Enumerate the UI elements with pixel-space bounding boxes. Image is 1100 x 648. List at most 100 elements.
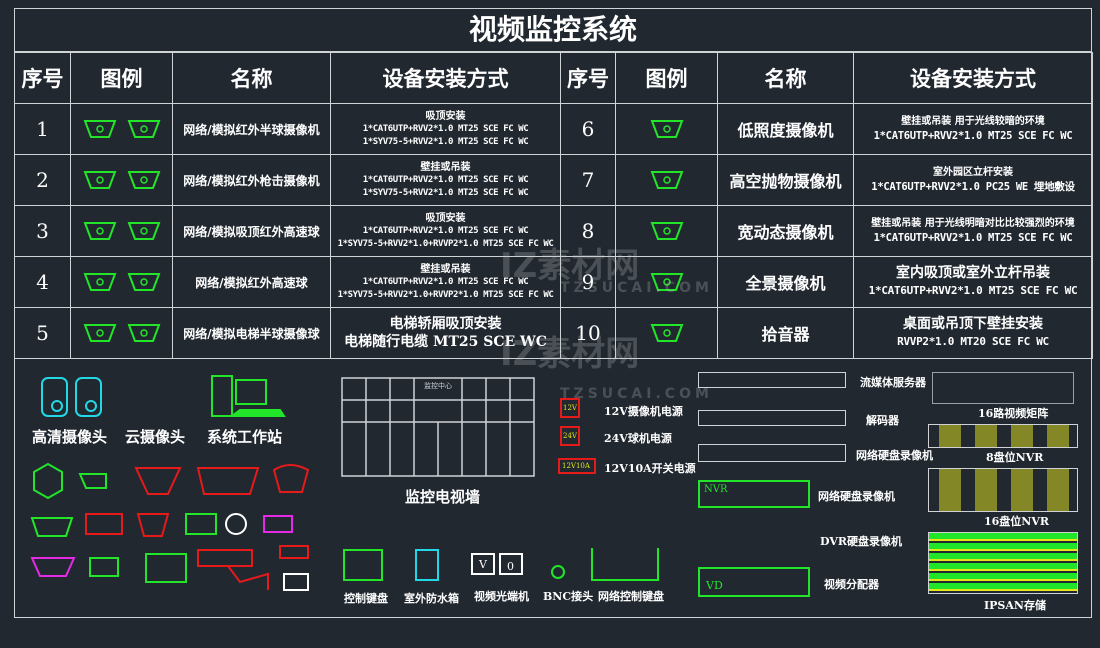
nvr8-label: 8盘位NVR	[986, 451, 1044, 464]
device-name: 网络/模拟吸顶红外高速球	[172, 205, 331, 257]
header-no: 序号	[14, 52, 71, 104]
install-method: 电梯轿厢吸顶安装电梯随行电缆 MT25 SCE WC	[330, 307, 561, 359]
camera-symbol-icon	[650, 324, 683, 342]
device-name: 高空抛物摄像机	[717, 154, 854, 206]
header-no: 序号	[560, 52, 616, 104]
nvr16-icon	[928, 468, 1078, 512]
svg-text:V: V	[478, 558, 488, 571]
bnc-label: BNC接头	[543, 590, 594, 603]
install-spec-line: 1*SYV75-5+RVV2*1.0 MT25 SCE FC WC	[362, 136, 529, 147]
streaming-server-icon	[698, 372, 846, 388]
install-spec-line: 吸顶安装	[425, 110, 466, 122]
camera-symbol-icon	[83, 324, 116, 342]
video-distributor-icon: VD	[698, 567, 810, 597]
camera-symbol-icon	[127, 222, 160, 240]
row-number: 3	[14, 205, 71, 257]
camera-symbol-icon	[127, 120, 160, 138]
camera-symbols-icon	[30, 462, 310, 591]
install-spec-line: 电梯轿厢吸顶安装	[389, 316, 502, 332]
legend-cell	[70, 103, 173, 155]
install-method: 桌面或吊顶下壁挂安装 RVVP2*1.0 MT20 SCE FC WC	[853, 307, 1093, 359]
tv-wall-label: 监控电视墙	[405, 488, 481, 506]
nvr8-icon	[928, 424, 1078, 448]
install-spec-line: 室外园区立杆安装	[933, 167, 1013, 178]
tv-wall-sign: 监控中心	[424, 381, 452, 390]
install-spec-line: 1*CAT6UTP+RVV2*1.0 MT25 SCE FC WC	[873, 130, 1073, 142]
device-name: 网络/模拟电梯半球摄像球	[172, 307, 331, 359]
header-name: 名称	[717, 52, 854, 104]
camera-symbol-icon	[83, 171, 116, 189]
legend-cell	[70, 307, 173, 359]
install-spec-line: 电梯随行电缆 MT25 SCE WC	[344, 334, 547, 350]
hd-camera-label: 高清摄像头	[32, 428, 108, 446]
table-row: 5 网络/模拟电梯半球摄像球 电梯轿厢吸顶安装电梯随行电缆 MT25 SCE W…	[14, 307, 1093, 359]
camera-symbol-icon	[127, 324, 160, 342]
device-name: 拾音器	[717, 307, 854, 359]
install-spec-line: 1*SYV75-5+RVV2*1.0 MT25 SCE FC WC	[362, 187, 529, 198]
net-keyboard-label: 网络控制键盘	[598, 590, 664, 603]
psu-12v-label: 12V摄像机电源	[604, 405, 683, 418]
header-legend: 图例	[70, 52, 173, 104]
psu-12v10a-label: 12V10A开关电源	[604, 462, 696, 475]
camera-symbol-icon	[650, 120, 683, 138]
row-number: 5	[14, 307, 71, 359]
header-name: 名称	[172, 52, 331, 104]
install-spec-line: 1*SYV75-5+RVV2*1.0+RVVP2*1.0 MT25 SCE FC…	[337, 238, 554, 249]
row-number: 6	[560, 103, 616, 155]
table-header-row: 序号 图例 名称 设备安装方式 序号 图例 名称 设备安装方式	[14, 52, 1093, 104]
camera-symbol-icon	[127, 171, 160, 189]
legend-cell	[615, 205, 718, 257]
nvr16-label: 16盘位NVR	[984, 515, 1050, 528]
legend-cell	[70, 256, 173, 308]
legend-cell	[70, 205, 173, 257]
watermark: TZSUCAI.COM	[560, 280, 713, 296]
header-install: 设备安装方式	[330, 52, 561, 104]
install-spec-line: 室内吸顶或室外立杆吊装	[896, 265, 1050, 281]
install-spec-line: 壁挂或吊装 用于光线较暗的环境	[901, 116, 1045, 127]
device-name: 网络/模拟红外枪击摄像机	[172, 154, 331, 206]
legend-cell	[615, 103, 718, 155]
camera-symbol-icon	[83, 120, 116, 138]
device-name: 全景摄像机	[717, 256, 854, 308]
page-title: 视频监控系统	[14, 8, 1092, 52]
streaming-server-label: 流媒体服务器	[860, 376, 926, 389]
install-spec-line: 1*CAT6UTP+RVV2*1.0 MT25 SCE FC WC	[362, 225, 529, 236]
install-spec-line: 桌面或吊顶下壁挂安装	[903, 316, 1043, 332]
nvr-green-label: 网络硬盘录像机	[818, 490, 895, 503]
install-spec-line: 1*CAT6UTP+RVV2*1.0 MT25 SCE FC WC	[868, 284, 1078, 297]
watermark: TZSUCAI.COM	[560, 386, 713, 402]
install-spec-line: 壁挂或吊装	[420, 161, 471, 173]
header-install: 设备安装方式	[853, 52, 1093, 104]
psu-12v10a-icon: 12V10A	[558, 458, 596, 474]
watermark: IZ素材网	[500, 334, 640, 374]
decoder-label: 解码器	[866, 414, 899, 427]
cloud-camera-label: 云摄像头	[125, 428, 186, 446]
legend-cell	[70, 154, 173, 206]
control-keyboard-label: 控制键盘	[344, 592, 388, 605]
ipsan-label: IPSAN存储	[984, 599, 1046, 612]
install-spec-line: RVVP2*1.0 MT20 SCE FC WC	[897, 335, 1049, 348]
row-number: 2	[14, 154, 71, 206]
workstation-icon	[211, 375, 286, 417]
svg-text:0: 0	[507, 560, 514, 573]
camera-symbol-icon	[83, 222, 116, 240]
dvr-label: DVR硬盘录像机	[820, 535, 903, 548]
legend-cell	[615, 256, 718, 308]
psu-24v-icon: 24V	[560, 426, 580, 446]
legend-table: 序号 图例 名称 设备安装方式 序号 图例 名称 设备安装方式 1 网络/模拟红…	[14, 52, 1093, 359]
device-name: 宽动态摄像机	[717, 205, 854, 257]
outdoor-box-label: 室外防水箱	[404, 592, 459, 605]
install-method: 室内吸顶或室外立杆吊装 1*CAT6UTP+RVV2*1.0 MT25 SCE F…	[853, 256, 1093, 308]
matrix-label: 16路视频矩阵	[978, 407, 1049, 420]
install-spec-line: 1*CAT6UTP+RVV2*1.0 MT25 SCE FC WC	[362, 174, 529, 185]
fiber-transceiver-label: 视频光端机	[474, 590, 529, 603]
install-method: 壁挂或吊装 用于光线较暗的环境 1*CAT6UTP+RVV2*1.0 MT25 S…	[853, 103, 1093, 155]
install-spec-line: 壁挂或吊装 用于光线明暗对比比较强烈的环境	[871, 218, 1075, 229]
